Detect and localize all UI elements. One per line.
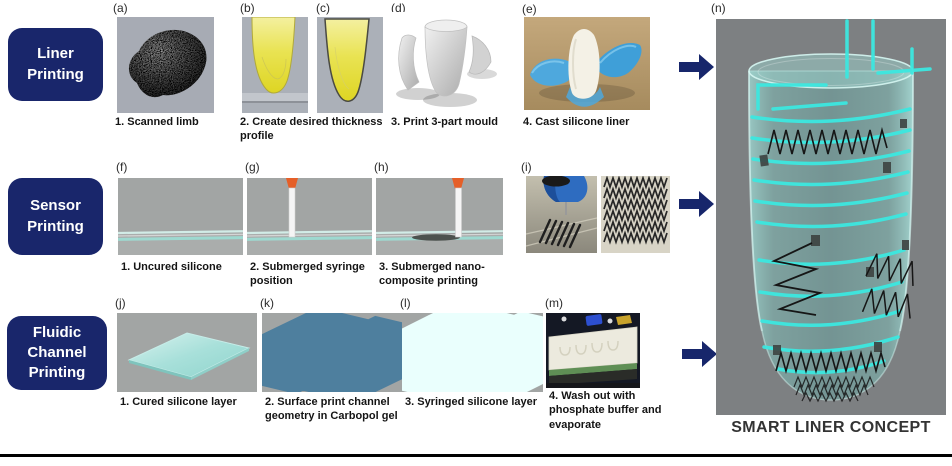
panel-letter-k: (k): [260, 296, 274, 310]
panel-letter-e: (e): [522, 2, 537, 16]
syringed-silicone-layer-image: [402, 313, 543, 392]
caption-cast-liner: 4. Cast silicone liner: [523, 116, 630, 128]
stage-label-sensor-printing: Sensor Printing: [8, 178, 103, 255]
caption-syringed-layer: 3. Syringed silicone layer: [405, 396, 538, 408]
printer-printing-sensor-photo: [526, 176, 597, 253]
thickness-profile-model-2-image: [317, 17, 383, 113]
panel-letter-d: (d): [391, 1, 406, 15]
carbopol-channel-print-image: [262, 313, 402, 392]
panel-letter-f: (f): [116, 160, 128, 174]
printed-zigzag-sensor-photo: [601, 176, 670, 253]
stage-label-liner-printing: Liner Printing: [8, 28, 103, 101]
panel-letter-m: (m): [545, 296, 563, 310]
caption-uncured-silicone: 1. Uncured silicone: [121, 261, 222, 273]
flow-arrow-fluidic: [682, 341, 717, 367]
stage-label-fluidic-channel-printing: Fluidic Channel Printing: [7, 316, 107, 390]
panel-letter-n: (n): [711, 1, 726, 15]
caption-scanned-limb: 1. Scanned limb: [115, 116, 199, 128]
caption-nanocomposite-printing: 3. Submerged nano- composite printing: [379, 261, 485, 288]
panel-letter-i: (i): [521, 160, 532, 174]
scanned-limb-image: [117, 17, 214, 113]
panel-letter-c: (c): [316, 1, 330, 15]
flow-arrow-liner: [679, 54, 714, 80]
caption-thickness-profile: 2. Create desired thickness profile: [240, 116, 383, 143]
panel-letter-b: (b): [240, 1, 255, 15]
three-part-mould-image: [388, 12, 500, 114]
smart-liner-concept-caption: SMART LINER CONCEPT: [731, 419, 931, 436]
washout-photo: [546, 313, 640, 388]
flow-arrow-sensor: [679, 191, 714, 217]
caption-syringe-position: 2. Submerged syringe position: [250, 261, 365, 288]
cured-silicone-layer-image: [117, 313, 257, 392]
thickness-profile-model-1-image: [242, 17, 308, 113]
panel-letter-h: (h): [374, 160, 389, 174]
caption-print-mould: 3. Print 3-part mould: [391, 116, 498, 128]
panel-letter-g: (g): [245, 160, 260, 174]
cast-silicone-liner-photo: [524, 17, 650, 110]
caption-cured-layer: 1. Cured silicone layer: [120, 396, 237, 408]
panel-letter-j: (j): [115, 296, 126, 310]
panel-letter-l: (l): [400, 296, 411, 310]
caption-washout: 4. Wash out with phosphate buffer and ev…: [549, 390, 662, 431]
uncured-silicone-image: [118, 178, 243, 255]
submerged-syringe-image: [247, 178, 372, 255]
smart-liner-concept-render: [716, 19, 946, 415]
bottom-divider: [0, 454, 952, 457]
caption-channel-geometry: 2. Surface print channel geometry in Car…: [265, 396, 398, 423]
nanocomposite-printing-image: [376, 178, 503, 255]
panel-letter-a: (a): [113, 1, 128, 15]
